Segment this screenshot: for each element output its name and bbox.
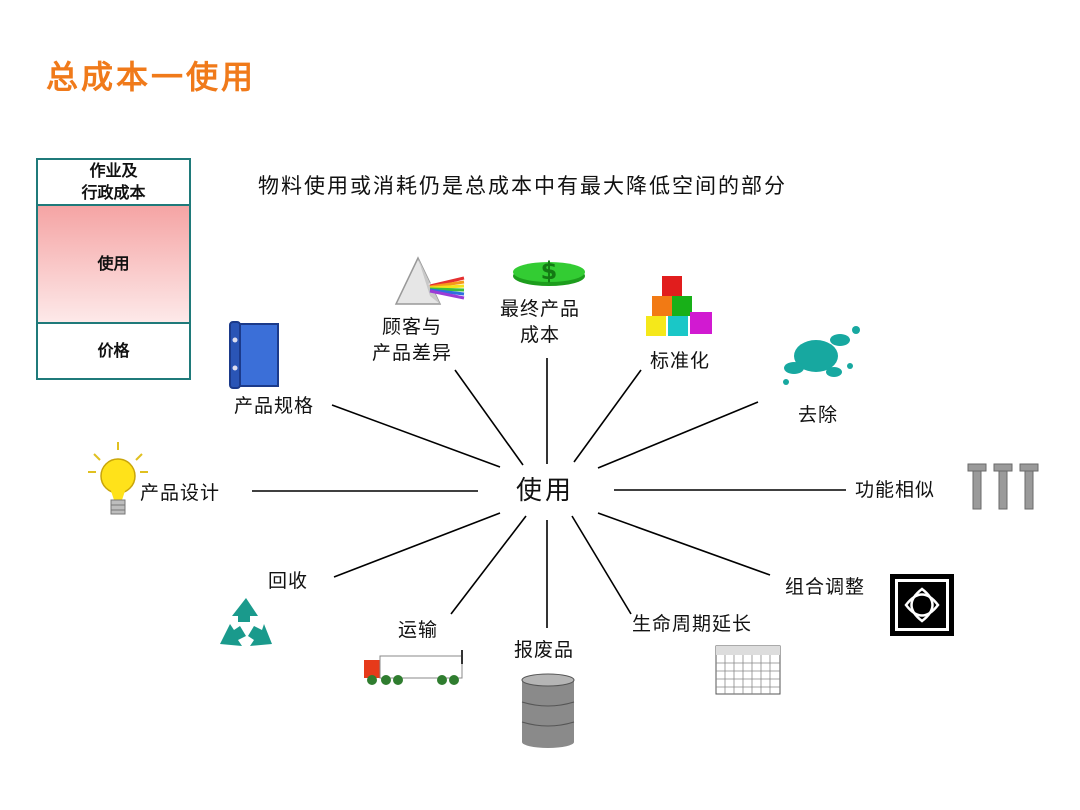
spoke-spec: [331, 404, 501, 468]
spoke-standardize: [573, 369, 642, 463]
stack-price-label: 价格: [97, 341, 130, 360]
label-combine: 组合调整: [785, 576, 866, 598]
recycle-icon: [220, 598, 272, 646]
barrel-icon: [521, 673, 575, 748]
label-standardize: 标准化: [650, 350, 711, 372]
spoke-combine: [597, 512, 771, 576]
label-transport: 运输: [398, 619, 439, 641]
label-customer-diff: 顾客与 产品差异: [372, 316, 453, 364]
spoke-remove: [597, 401, 759, 469]
label-final-cost: 最终产品 成本: [500, 298, 581, 346]
splash-icon: [783, 326, 860, 385]
blocks-icon: [646, 276, 712, 336]
stack-admin-label: 作业及 行政成本: [81, 161, 146, 202]
prism-icon: [394, 256, 465, 305]
spoke-customer: [454, 369, 524, 466]
binder-icon: [229, 321, 279, 389]
cost-stack: 作业及 行政成本 使用 价格: [36, 158, 191, 380]
label-spec: 产品规格: [234, 395, 315, 417]
calendar-icon: [715, 645, 781, 695]
spoke-transport: [450, 515, 527, 615]
page-title: 总成本一使用: [46, 58, 257, 96]
stack-price: 价格: [36, 322, 191, 380]
truck-icon: [364, 650, 463, 685]
label-similar: 功能相似: [855, 479, 936, 501]
label-scrap: 报废品: [514, 639, 575, 661]
svg-text:$: $: [541, 257, 558, 285]
screws-icon: [967, 463, 1039, 510]
stack-usage-label: 使用: [97, 254, 130, 273]
spoke-lifecycle: [571, 515, 632, 615]
label-remove: 去除: [798, 404, 839, 426]
stack-admin-cost: 作业及 行政成本: [36, 158, 191, 206]
knot-icon: [890, 574, 954, 636]
label-recycle: 回收: [268, 570, 309, 592]
spoke-recycle: [333, 512, 501, 578]
label-design: 产品设计: [140, 482, 221, 504]
label-lifecycle: 生命周期延长: [632, 613, 753, 635]
subtitle: 物料使用或消耗仍是总成本中有最大降低空间的部分: [258, 174, 787, 198]
money-icon: $: [513, 257, 585, 286]
lightbulb-icon: [88, 442, 148, 515]
center-node: 使用: [516, 476, 575, 506]
